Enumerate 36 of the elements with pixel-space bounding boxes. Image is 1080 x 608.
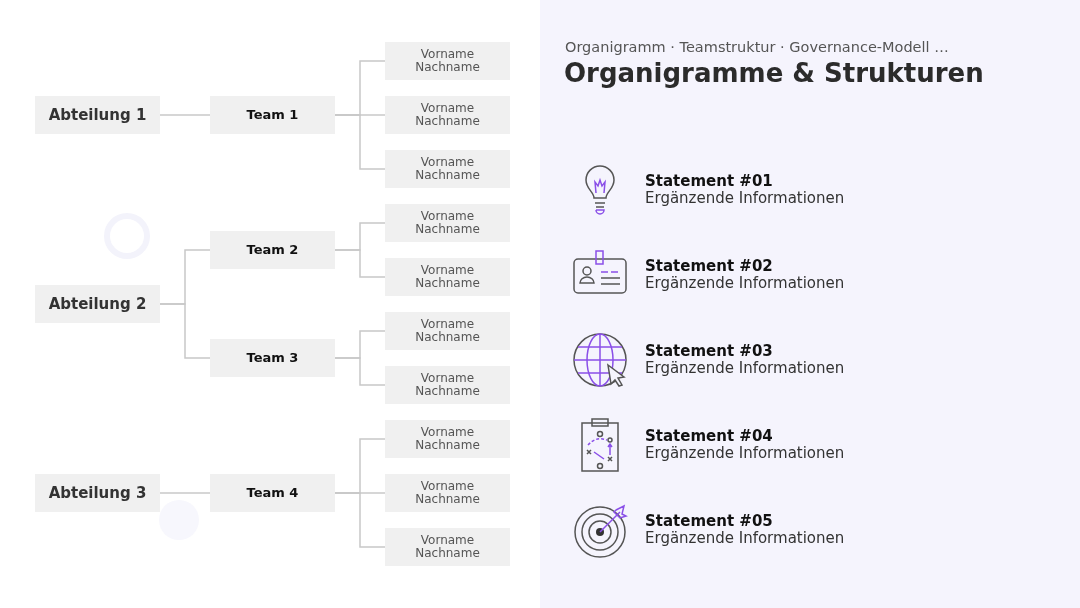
statement-heading: Statement #04 xyxy=(645,427,774,445)
department-box: Abteilung 1 xyxy=(35,96,160,134)
member-box: Vorname Nachname xyxy=(385,42,510,80)
team-box: Team 1 xyxy=(210,96,335,134)
department-box: Abteilung 2 xyxy=(35,285,160,323)
statement-heading: Statement #05 xyxy=(645,512,774,530)
team-box: Team 3 xyxy=(210,339,335,377)
statement-text: Ergänzende Informationen xyxy=(645,360,845,378)
connector-line xyxy=(334,114,386,170)
connector-line xyxy=(334,357,386,386)
statement-heading: Statement #02 xyxy=(645,257,774,275)
statement-text: Ergänzende Informationen xyxy=(645,190,845,208)
connector-line xyxy=(159,114,211,116)
member-box: Vorname Nachname xyxy=(385,420,510,458)
member-box: Vorname Nachname xyxy=(385,474,510,512)
member-box: Vorname Nachname xyxy=(385,96,510,134)
member-box: Vorname Nachname xyxy=(385,258,510,296)
statement-text: Ergänzende Informationen xyxy=(645,445,845,463)
statement-text: Ergänzende Informationen xyxy=(645,275,845,293)
connector-line xyxy=(159,492,211,494)
connector-line xyxy=(334,492,386,548)
title: Organigramme & Strukturen xyxy=(564,58,984,88)
member-box: Vorname Nachname xyxy=(385,312,510,350)
subtitle: Organigramm · Teamstruktur · Governance-Modell … xyxy=(565,39,949,55)
statement-heading: Statement #01 xyxy=(645,172,774,190)
statement-text: Ergänzende Informationen xyxy=(645,530,845,548)
member-box: Vorname Nachname xyxy=(385,528,510,566)
department-box: Abteilung 3 xyxy=(35,474,160,512)
team-box: Team 2 xyxy=(210,231,335,269)
connector-line xyxy=(159,303,211,359)
team-box: Team 4 xyxy=(210,474,335,512)
statement-heading: Statement #03 xyxy=(645,342,774,360)
member-box: Vorname Nachname xyxy=(385,150,510,188)
connector-line xyxy=(334,249,386,278)
member-box: Vorname Nachname xyxy=(385,366,510,404)
member-box: Vorname Nachname xyxy=(385,204,510,242)
